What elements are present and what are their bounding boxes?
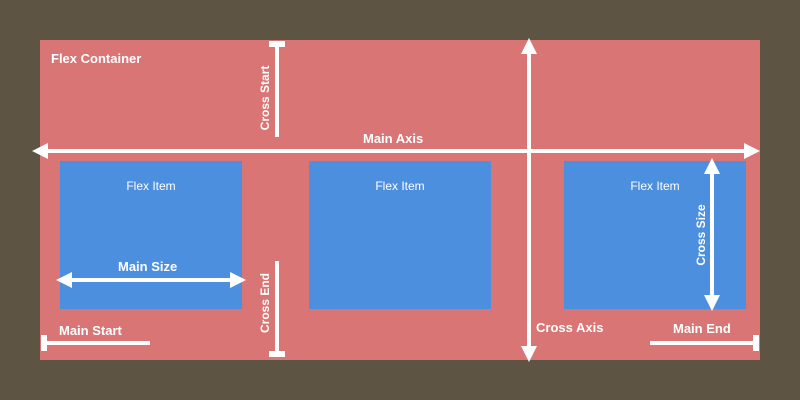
flex-item-label: Flex Item: [126, 179, 176, 193]
main-size-label: Main Size: [118, 259, 178, 274]
flex-container-title: Flex Container: [51, 51, 142, 66]
cross-size-label: Cross Size: [694, 204, 708, 266]
main-start-label: Main Start: [59, 323, 122, 338]
flex-item-label: Flex Item: [630, 179, 680, 193]
cross-axis-label: Cross Axis: [536, 320, 604, 335]
cross-start-label: Cross Start: [258, 65, 272, 131]
main-end-label: Main End: [673, 321, 731, 336]
flex-item-label: Flex Item: [375, 179, 425, 193]
main-axis-label: Main Axis: [363, 131, 424, 146]
flex-item-2: Flex Item: [309, 161, 491, 309]
cross-end-label: Cross End: [258, 272, 272, 334]
